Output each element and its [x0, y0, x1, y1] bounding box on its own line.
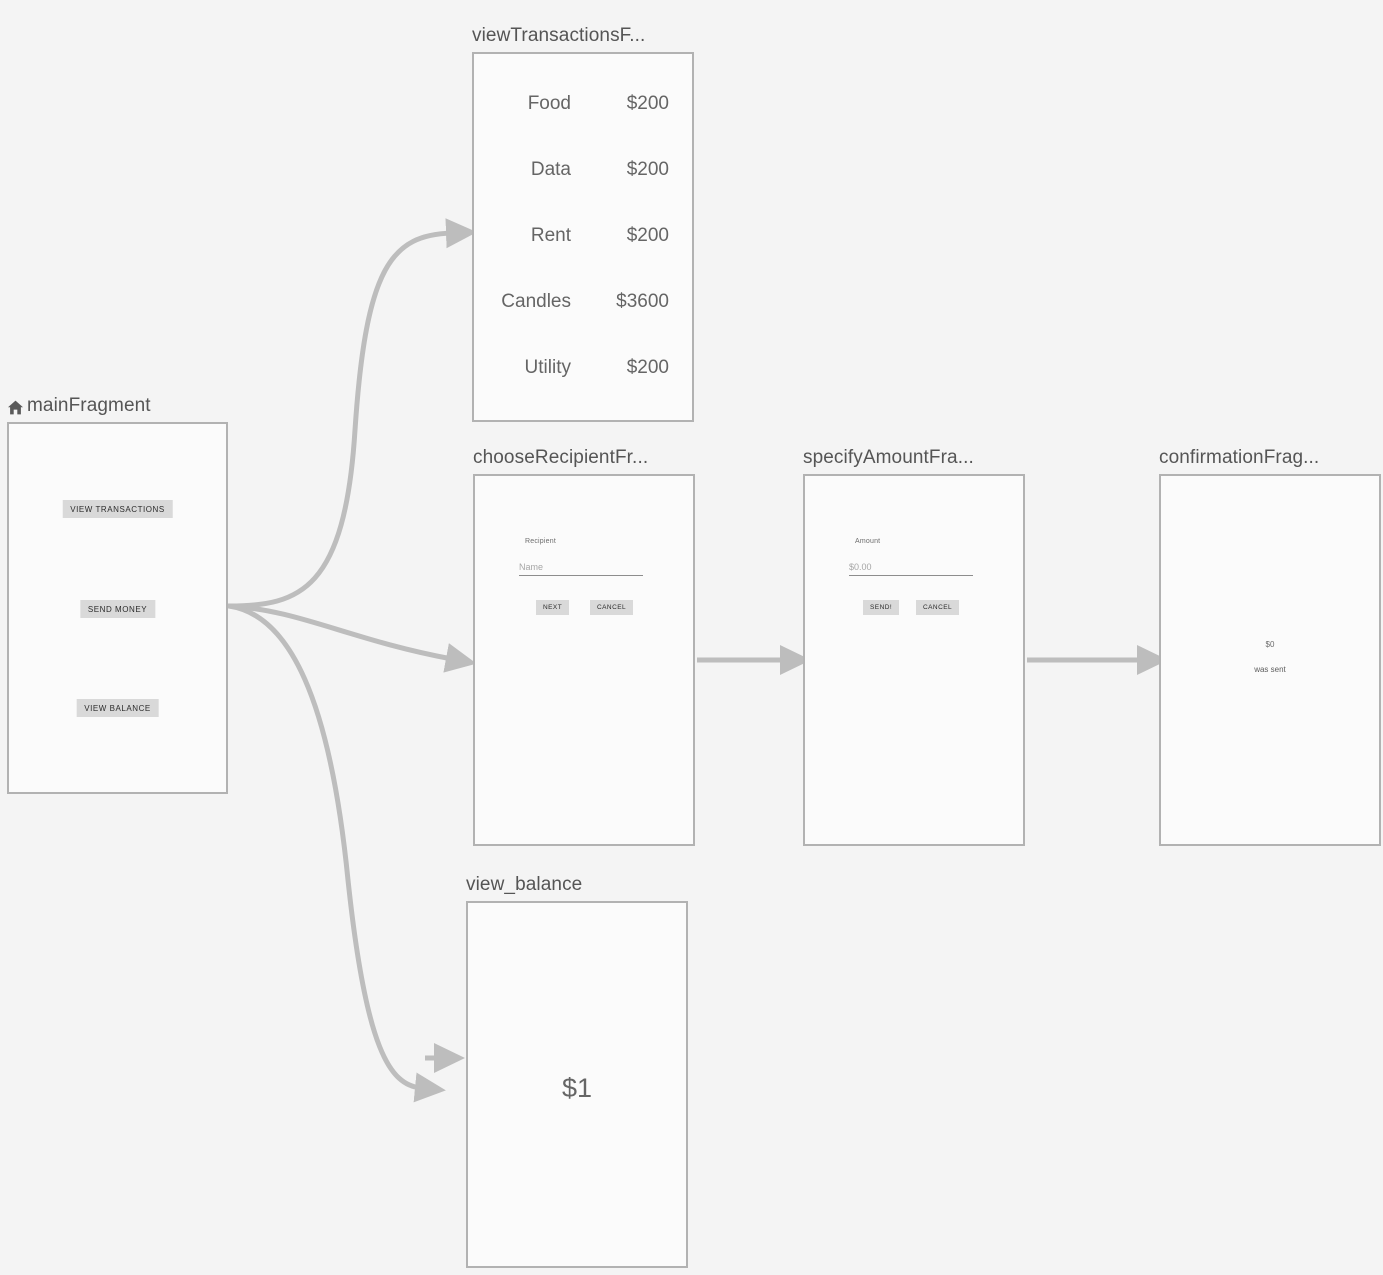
preview-button-send-money[interactable]: SEND MONEY [79, 600, 156, 618]
amount-field-label: Amount [855, 538, 881, 545]
node-specify-amount-frame [803, 474, 1025, 846]
recipient-field-label: Recipient [525, 538, 556, 545]
home-icon [7, 399, 24, 416]
node-main-fragment-frame [7, 422, 228, 794]
node-main-fragment[interactable]: mainFragment VIEW TRANSACTIONS SEND MONE… [7, 395, 228, 794]
transaction-amount: $200 [626, 357, 669, 378]
node-view-balance-frame [466, 901, 688, 1268]
amount-input[interactable]: $0.00 [849, 562, 973, 576]
node-specify-amount-preview: Amount $0.00 SEND! CANCEL [803, 474, 1025, 846]
balance-amount: $1 [561, 1073, 593, 1103]
node-choose-recipient-frame [473, 474, 695, 846]
transaction-row: Data $200 [472, 159, 694, 181]
node-choose-recipient-fragment[interactable]: chooseRecipientFr... Recipient Name NEXT… [473, 447, 695, 846]
node-view-transactions-title: viewTransactionsF... [472, 25, 646, 46]
recipient-next-button[interactable]: NEXT [536, 600, 570, 615]
transaction-label: Data [530, 159, 571, 180]
amount-cancel-button[interactable]: CANCEL [916, 600, 960, 615]
node-view-transactions-frame [472, 52, 694, 422]
transaction-amount: $200 [626, 159, 669, 180]
node-main-fragment-title: mainFragment [7, 394, 151, 418]
node-choose-recipient-preview: Recipient Name NEXT CANCEL [473, 474, 695, 846]
edge-main-to-view-transactions [226, 218, 477, 609]
transaction-label: Rent [530, 225, 571, 246]
node-view-transactions-fragment[interactable]: viewTransactionsF... Food $200 Data $200… [472, 25, 694, 422]
transaction-amount: $3600 [616, 291, 669, 312]
transaction-label: Food [527, 93, 571, 114]
node-view-balance[interactable]: view_balance $1 [466, 874, 688, 1268]
amount-send-button[interactable]: SEND! [863, 600, 900, 615]
transaction-row: Candles $3600 [472, 291, 694, 313]
transaction-amount: $200 [626, 93, 669, 114]
confirmation-amount: $0 [1265, 640, 1275, 649]
node-specify-amount-fragment[interactable]: specifyAmountFra... Amount $0.00 SEND! C… [803, 447, 1025, 846]
transaction-label: Utility [524, 357, 571, 378]
node-specify-amount-title: specifyAmountFra... [803, 447, 974, 468]
node-confirmation-frame [1159, 474, 1381, 846]
recipient-cancel-button[interactable]: CANCEL [590, 600, 634, 615]
node-view-balance-preview: $1 [466, 901, 688, 1268]
edge-main-to-choose-recipient [226, 603, 477, 673]
confirmation-message: was sent [1254, 665, 1286, 674]
node-main-fragment-preview: VIEW TRANSACTIONS SEND MONEY VIEW BALANC… [7, 422, 228, 794]
transaction-amount: $200 [626, 225, 669, 246]
recipient-name-input[interactable]: Name [519, 562, 643, 576]
node-main-fragment-title-text: mainFragment [27, 395, 151, 416]
node-view-transactions-preview: Food $200 Data $200 Rent $200 Candles $3… [472, 52, 694, 422]
node-view-balance-title: view_balance [466, 874, 583, 895]
node-confirmation-fragment[interactable]: confirmationFrag... $0 was sent [1159, 447, 1381, 846]
node-confirmation-preview: $0 was sent [1159, 474, 1381, 846]
preview-button-view-balance[interactable]: VIEW BALANCE [76, 699, 159, 717]
transaction-row: Utility $200 [472, 357, 694, 379]
preview-button-view-transactions[interactable]: VIEW TRANSACTIONS [62, 500, 173, 518]
transaction-row: Rent $200 [472, 225, 694, 247]
node-confirmation-title: confirmationFrag... [1159, 447, 1320, 468]
transaction-label: Candles [501, 291, 571, 312]
transaction-row: Food $200 [472, 93, 694, 115]
edge-main-to-view-balance [226, 603, 446, 1103]
node-choose-recipient-title: chooseRecipientFr... [473, 447, 649, 468]
